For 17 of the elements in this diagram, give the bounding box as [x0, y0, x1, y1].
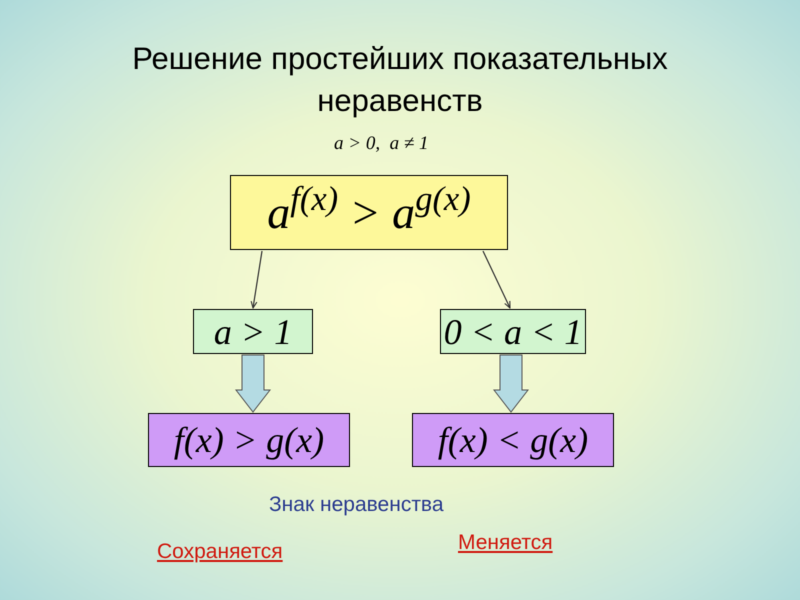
formula-text: f(x) < g(x)	[438, 422, 588, 458]
caption-text: Знак неравенства	[269, 492, 444, 518]
condition-text: a > 0, a ≠ 1	[334, 132, 428, 156]
block-arrow	[492, 354, 530, 413]
formula-box	[412, 413, 614, 467]
formula-text: a > 1	[214, 314, 292, 350]
arrow	[250, 250, 263, 309]
title: Решение простейших показательных неравенств	[131, 40, 669, 120]
formula-box	[148, 413, 350, 467]
formula-text: 0 < a < 1	[444, 314, 582, 350]
result-text: Сохраняется	[157, 539, 283, 565]
block-arrow	[234, 354, 272, 413]
result-text: Меняется	[458, 530, 553, 556]
formula-text: f(x) > g(x)	[174, 422, 324, 458]
formula-box	[193, 309, 313, 354]
formula-box	[230, 175, 508, 250]
arrow	[482, 250, 511, 309]
